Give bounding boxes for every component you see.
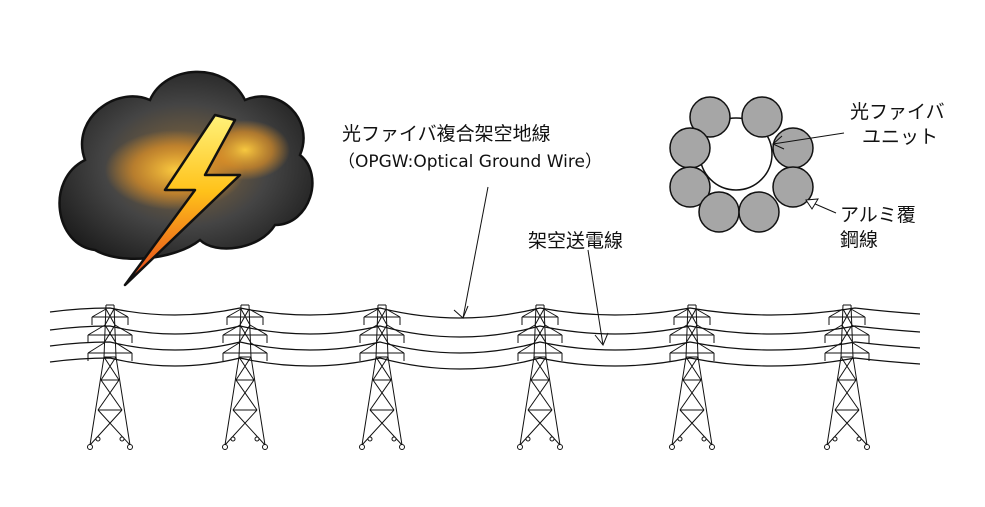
opgw-cross-section <box>669 96 814 233</box>
steel-strands <box>669 96 814 233</box>
transmission-line-label: 架空送電線 <box>528 230 623 252</box>
transmission-wires <box>49 307 921 370</box>
pointer-lines <box>453 132 845 346</box>
lightning-cloud-icon <box>58 70 314 287</box>
opgw-title-label: 光ファイバ複合架空地線 <box>342 123 551 145</box>
fiber-unit-label-line2: ユニット <box>862 126 938 148</box>
fiber-unit-label-line1: 光ファイバ <box>850 101 945 123</box>
transmission-tower-icon <box>517 304 563 450</box>
opgw-subtitle-label: （OPGW:Optical Ground Wire） <box>338 152 602 172</box>
steel-wire-label-line1: アルミ覆 <box>840 204 916 226</box>
tower-list <box>87 304 870 450</box>
steel-wire-label-line2: 鋼線 <box>840 229 878 251</box>
